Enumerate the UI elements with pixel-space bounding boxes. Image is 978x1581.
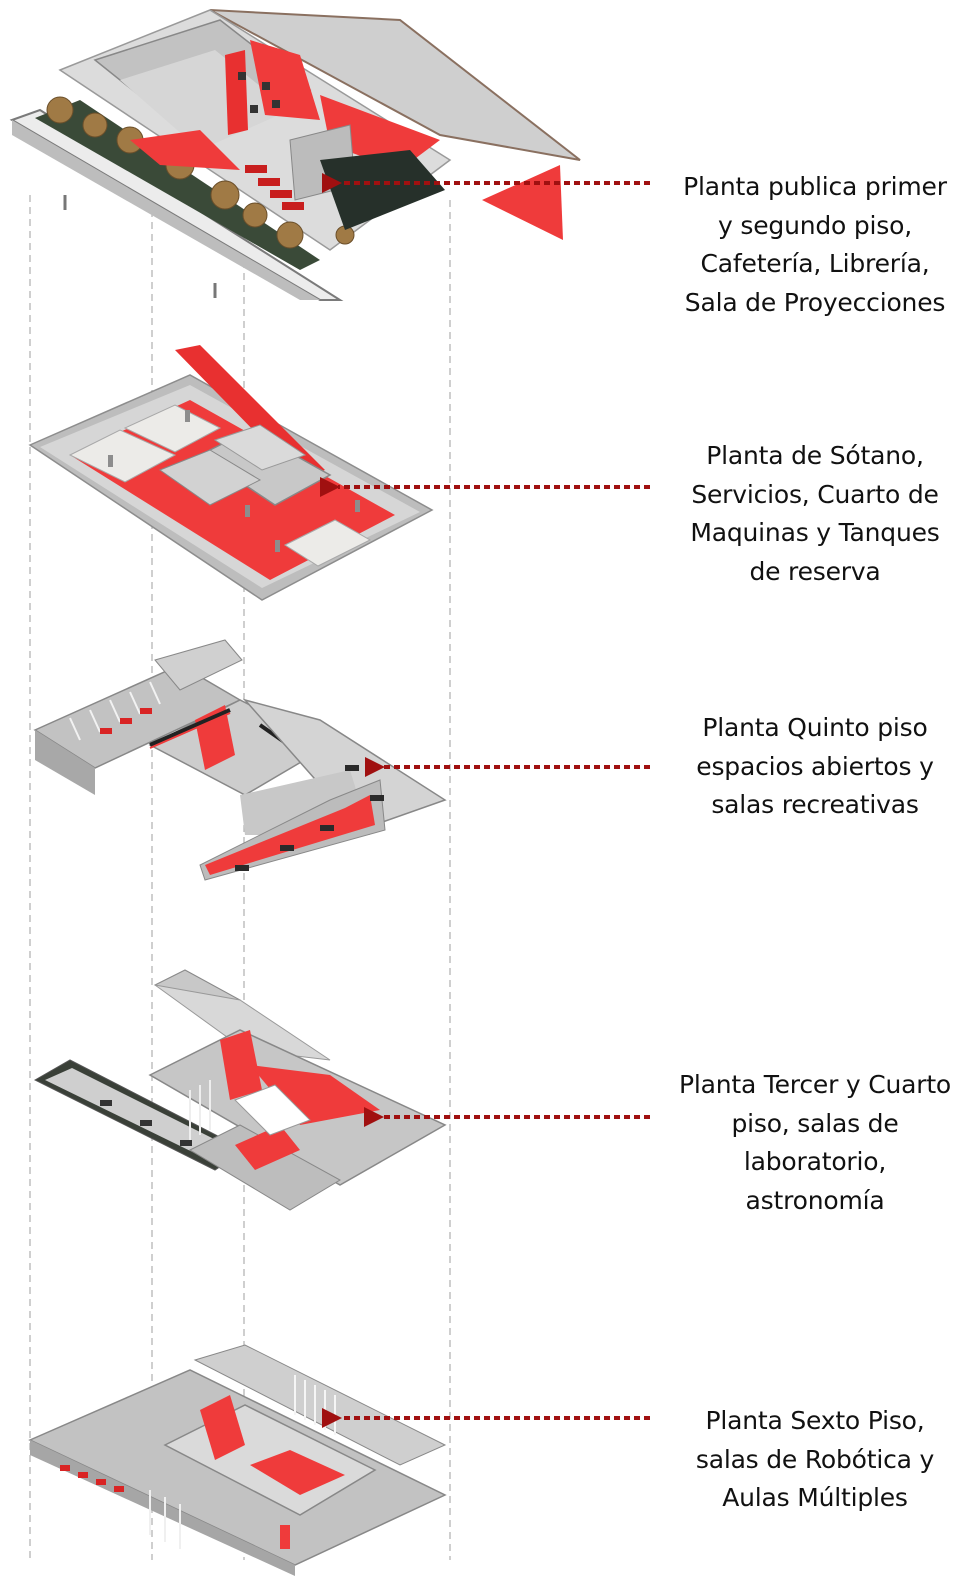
label-line: Planta Tercer y Cuarto — [678, 1070, 952, 1099]
third-fourth-floor-plan — [33, 969, 447, 1211]
label-line: Sala de Proyecciones — [684, 287, 946, 317]
label-line: Planta Sexto Piso, — [705, 1406, 925, 1435]
label-line: salas de Robótica y — [695, 1444, 935, 1474]
label-line: Planta publica primer — [683, 172, 947, 201]
fifth-floor-plan — [33, 639, 447, 881]
leader-arrows — [320, 173, 650, 1428]
label-line: Servicios, Cuarto de — [691, 479, 939, 509]
label-line: de reserva — [749, 556, 881, 586]
label-third-fourth-floor: Planta Tercer y Cuarto piso, salas de la… — [662, 1066, 968, 1220]
label-line: Aulas Múltiples — [722, 1483, 908, 1512]
label-line: Planta Quinto piso — [702, 713, 928, 742]
label-public-floor: Planta publica primer y segundo piso, Ca… — [662, 168, 968, 322]
label-line: Planta de Sótano, — [706, 441, 924, 470]
label-line: laboratorio, — [743, 1147, 887, 1176]
label-fifth-floor: Planta Quinto piso espacios abiertos y s… — [662, 709, 968, 825]
label-basement-floor: Planta de Sótano, Servicios, Cuarto de M… — [662, 437, 968, 591]
label-sixth-floor: Planta Sexto Piso, salas de Robótica y A… — [662, 1402, 968, 1518]
public-floor-plan — [9, 9, 581, 301]
label-line: piso, salas de — [731, 1108, 899, 1138]
label-line: Maquinas y Tanques — [690, 518, 940, 547]
basement-floor-plan — [28, 345, 434, 601]
sixth-floor-plan — [28, 1344, 447, 1576]
label-line: astronomía — [745, 1185, 885, 1215]
label-line: espacios abiertos y — [696, 751, 934, 781]
label-line: salas recreativas — [711, 790, 919, 819]
label-line: Cafetería, Librería, — [700, 249, 930, 278]
label-line: y segundo piso, — [718, 210, 912, 240]
